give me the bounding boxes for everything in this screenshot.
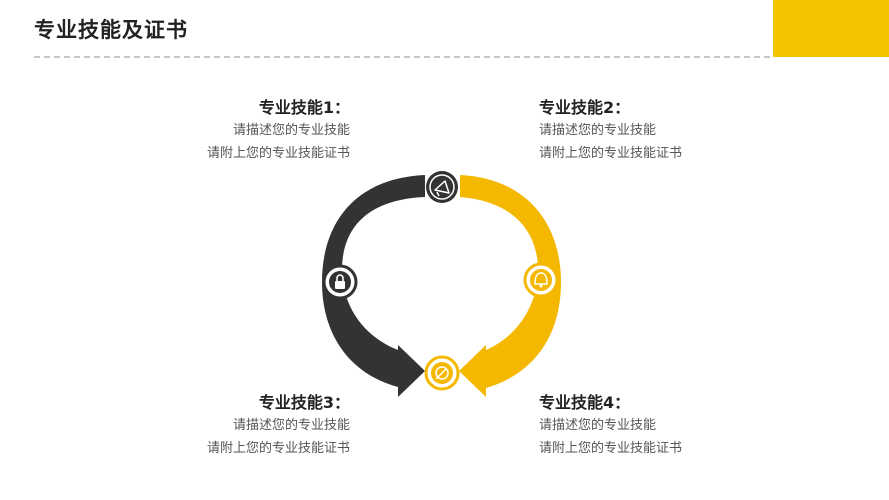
skill-block-2: 专业技能2： 请描述您的专业技能 请附上您的专业技能证书 <box>539 97 769 165</box>
bell-icon <box>523 262 559 298</box>
skill-description: 请描述您的专业技能 <box>232 418 350 433</box>
skill-heading: 专业技能1： <box>258 98 350 117</box>
skill-description: 请描述您的专业技能 <box>539 418 657 433</box>
skill-block-4: 专业技能4： 请描述您的专业技能 请附上您的专业技能证书 <box>539 392 769 460</box>
target-icon <box>424 355 460 391</box>
title-divider <box>34 56 770 58</box>
megaphone-icon <box>426 171 458 203</box>
accent-bar <box>773 0 889 57</box>
skill-heading: 专业技能2： <box>539 98 631 117</box>
skill-certificate: 请附上您的专业技能证书 <box>539 441 683 456</box>
skill-certificate: 请附上您的专业技能证书 <box>539 146 683 161</box>
skill-block-1: 专业技能1： 请描述您的专业技能 请附上您的专业技能证书 <box>120 97 350 165</box>
dark-arc-arrow <box>322 175 425 397</box>
lock-icon <box>322 264 358 300</box>
skill-description: 请描述您的专业技能 <box>539 123 657 138</box>
skill-heading: 专业技能3： <box>258 393 350 412</box>
yellow-arc-arrow <box>459 175 561 397</box>
skill-description: 请描述您的专业技能 <box>232 123 350 138</box>
skill-block-3: 专业技能3： 请描述您的专业技能 请附上您的专业技能证书 <box>120 392 350 460</box>
skill-certificate: 请附上您的专业技能证书 <box>206 441 350 456</box>
skill-certificate: 请附上您的专业技能证书 <box>206 146 350 161</box>
skill-heading: 专业技能4： <box>539 393 631 412</box>
page-title: 专业技能及证书 <box>34 18 188 42</box>
